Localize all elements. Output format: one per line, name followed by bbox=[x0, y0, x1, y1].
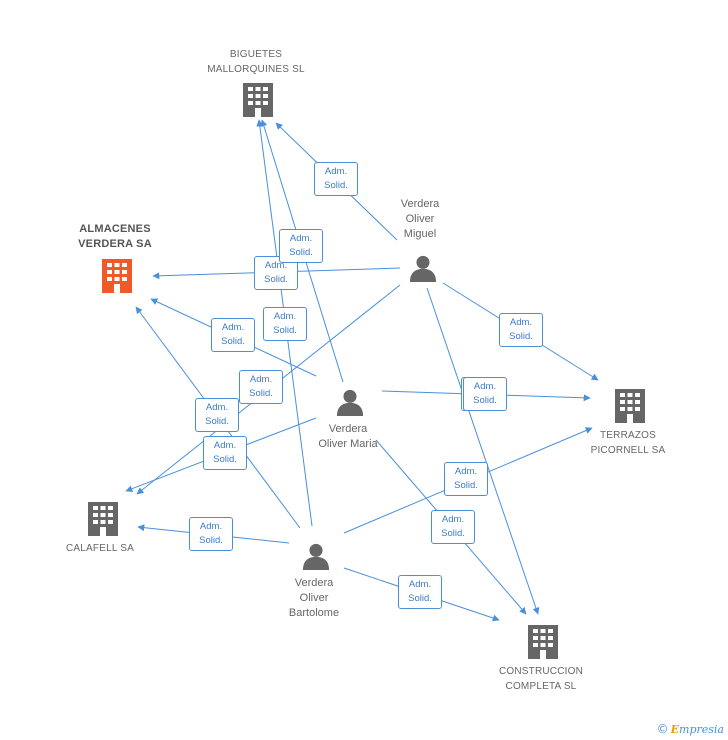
role-badge-text: Adm. bbox=[408, 579, 432, 590]
role-badge-text: Solid. bbox=[205, 416, 229, 427]
role-badge-text: Adm. bbox=[205, 402, 229, 413]
role-badge-text: Solid. bbox=[454, 480, 478, 491]
role-badge-text: Solid. bbox=[273, 325, 297, 336]
role-badge-text: Adm. bbox=[273, 311, 297, 322]
role-badge-text: Solid. bbox=[324, 180, 348, 191]
role-badge-text: Solid. bbox=[473, 395, 497, 406]
bartolome-person-icon[interactable] bbox=[302, 543, 330, 570]
role-badge-text: Solid. bbox=[509, 331, 533, 342]
construccion-building-icon[interactable] bbox=[528, 625, 558, 659]
almacenes-label-line: VERDERA SA bbox=[78, 238, 152, 250]
almacenes-building-icon[interactable] bbox=[102, 259, 132, 293]
role-badge-text: Adm. bbox=[213, 440, 237, 451]
role-badge-text: Solid. bbox=[264, 274, 288, 285]
miguel-label-line: Oliver bbox=[405, 213, 435, 225]
role-badge-text: Adm. bbox=[199, 521, 223, 532]
role-badge-maria-almacenes: Adm. Solid. bbox=[211, 318, 255, 352]
brand-name: mpresia bbox=[679, 723, 724, 736]
bartolome-label-line: Bartolome bbox=[288, 607, 340, 619]
role-badge-text: Adm. bbox=[264, 260, 288, 271]
role-badge-text: Adm. bbox=[221, 322, 245, 333]
role-badge-text: Adm. bbox=[324, 166, 348, 177]
terrazos-label-line: PICORNELL SA bbox=[590, 445, 666, 456]
role-badge-bartolome-calafell: Adm. Solid. bbox=[189, 517, 233, 551]
role-badge-maria-biguetes: Adm. Solid. bbox=[279, 229, 323, 263]
role-badge-text: Solid. bbox=[441, 528, 465, 539]
maria-label-line: Oliver Maria bbox=[318, 438, 378, 450]
role-badge-text: Adm. bbox=[249, 374, 273, 385]
biguetes-label-line: MALLORQUINES SL bbox=[207, 64, 305, 75]
construccion-label-line: COMPLETA SL bbox=[505, 681, 577, 692]
construccion-label[interactable]: CONSTRUCCION COMPLETA SL bbox=[499, 664, 583, 694]
miguel-label-line: Miguel bbox=[403, 228, 437, 240]
empresia-logo: ©Empresia bbox=[657, 722, 724, 736]
role-badge-maria-terrazos: Adm. Solid. bbox=[463, 377, 507, 411]
bartolome-label-line: Oliver bbox=[299, 592, 329, 604]
role-badge-maria-construccion: Adm. Solid. bbox=[431, 510, 475, 544]
role-badge-miguel-biguetes: Adm. Solid. bbox=[314, 162, 358, 196]
role-badge-miguel-calafell: Adm. Solid. bbox=[239, 370, 283, 404]
calafell-label[interactable]: CALAFELL SA bbox=[66, 541, 134, 556]
role-badge-bartolome-biguetes: Adm. Solid. bbox=[263, 307, 307, 341]
role-badge-text: Solid. bbox=[289, 247, 313, 258]
construccion-label-line: CONSTRUCCION bbox=[498, 666, 584, 677]
almacenes-label[interactable]: ALMACENES VERDERA SA bbox=[78, 222, 152, 252]
role-badge-text: Solid. bbox=[408, 593, 432, 604]
role-badge-text: Solid. bbox=[199, 535, 223, 546]
role-badge-miguel-almacenes: Adm. Solid. bbox=[254, 256, 298, 290]
calafell-building-icon[interactable] bbox=[88, 502, 118, 536]
terrazos-label-line: TERRAZOS bbox=[599, 430, 657, 441]
role-badge-text: Adm. bbox=[473, 381, 497, 392]
biguetes-label[interactable]: BIGUETES MALLORQUINES SL bbox=[207, 47, 304, 77]
terrazos-building-icon[interactable] bbox=[615, 389, 645, 423]
role-badge-text: Adm. bbox=[441, 514, 465, 525]
edge-miguel-to-construccion bbox=[426, 287, 540, 615]
role-badge-bartolome-terrazos: Adm. Solid. bbox=[444, 462, 488, 496]
role-badge-text: Solid. bbox=[249, 388, 273, 399]
maria-label-line: Verdera bbox=[328, 423, 368, 435]
biguetes-building-icon[interactable] bbox=[243, 83, 273, 117]
role-badge-text: Adm. bbox=[509, 317, 533, 328]
brand-initial: E bbox=[670, 723, 680, 736]
role-badge-text: Solid. bbox=[213, 454, 237, 465]
bartolome-label-line: Verdera bbox=[294, 577, 334, 589]
role-badge-bartolome-almacenes: Adm. Solid. bbox=[195, 398, 239, 432]
copyright-symbol: © bbox=[656, 722, 669, 736]
calafell-label-line: CALAFELL SA bbox=[66, 543, 134, 554]
terrazos-label[interactable]: TERRAZOS PICORNELL SA bbox=[591, 428, 666, 458]
role-badge-text: Adm. bbox=[454, 466, 478, 477]
role-badge-text: Solid. bbox=[221, 336, 245, 347]
role-badge-miguel-terrazos: Adm. Solid. bbox=[499, 313, 543, 347]
role-badge-bartolome-construccion: Adm. Solid. bbox=[398, 575, 442, 609]
miguel-person-icon[interactable] bbox=[409, 255, 437, 282]
miguel-label-line: Verdera bbox=[400, 198, 440, 210]
role-badge-maria-calafell: Adm. Solid. bbox=[203, 436, 247, 470]
almacenes-label-line: ALMACENES bbox=[79, 223, 151, 235]
role-badge-text: Adm. bbox=[289, 233, 313, 244]
maria-person-icon[interactable] bbox=[336, 389, 364, 416]
biguetes-label-line: BIGUETES bbox=[229, 49, 283, 60]
